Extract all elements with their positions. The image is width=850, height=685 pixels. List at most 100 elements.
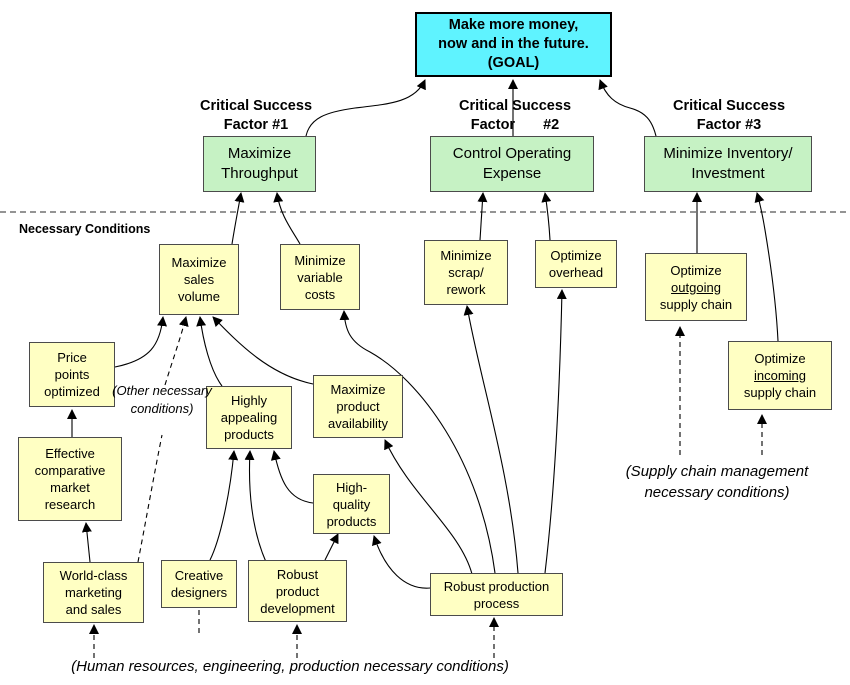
node-availability-line1: Maximize [330,382,386,397]
csf-inventory-line2: Investment [691,165,765,182]
node-min-variable-line2: variable [297,269,343,285]
node-creative-line1: Creative [174,568,224,583]
arrow-robustprod-to-scrap [463,305,519,574]
csf-throughput-line1: Maximize [227,145,292,162]
node-comparative-line2: comparative [34,463,106,478]
node-price-points-line2: points [54,367,90,382]
note-other-line3: conditions) [130,401,194,416]
arrow-creative-to-appealing [209,450,239,561]
note-supply-line1: (Supply chain [625,463,717,480]
arrow-minvar-to-throughput [273,192,301,245]
arrow-robustprod-to-overhead [544,289,567,574]
node-opt-outgoing-line3: supply chain [659,296,733,312]
csf-throughput-box: Maximize Throughput [203,136,316,192]
csf3-header-line2: Factor #3 [696,117,762,133]
node-robust-production: Robust production process [430,573,563,616]
node-opt-incoming-line1: Optimize [754,351,806,366]
csf-opex-line2: Expense [482,165,542,182]
node-comparative-line3: market [50,480,90,495]
csf1-header-line1: Critical Success [199,98,313,114]
node-max-sales-line3: volume [178,289,220,304]
node-robust-dev-line2: product [275,583,320,599]
node-product-availability: Maximize product availability [313,375,403,438]
note-supply-chain-conditions: (Supply chain management necessary condi… [612,461,822,503]
node-opt-overhead: Optimize overhead [535,240,617,288]
node-opt-outgoing-line1: Optimize [670,262,722,278]
node-min-variable-line3: costs [304,286,336,302]
node-robust-dev-line1: Robust [276,566,319,582]
node-min-scrap-line3: rework [446,282,486,297]
node-appealing-line3: products [224,427,274,442]
arrow-appealing-to-maxsales [196,316,223,387]
note-supply-line2: management necessary [644,463,809,501]
csf2-header-line2b: #2 [543,117,560,133]
csf-inventory-box: Minimize Inventory/ Investment [644,136,812,192]
node-min-scrap: Minimize scrap/ rework [424,240,508,305]
node-opt-overhead-line1: Optimize [550,248,602,263]
node-availability-line3: availability [328,416,388,431]
node-opt-incoming-line2: incoming [753,368,807,383]
csf3-header: Critical Success Factor #3 [655,97,803,135]
csf1-header: Critical Success Factor #1 [182,97,330,135]
node-min-variable: Minimize variable costs [280,244,360,310]
node-comparative-line4: research [44,497,96,512]
note-supply-line3: conditions) [717,484,790,501]
node-appealing-products: Highly appealing products [206,386,292,449]
node-opt-incoming-line3: supply chain [743,385,817,400]
arrow-price-to-maxsales [114,316,168,368]
arrow-scrap-to-opex [477,192,488,241]
node-world-class-line2: marketing [64,585,123,600]
node-world-class-line1: World-class [59,568,128,583]
node-price-points-line3: optimized [44,384,100,399]
csf2-header-line2a: Factor [470,117,516,133]
node-creative-designers: Creative designers [161,560,237,608]
node-appealing-line2: appealing [220,410,278,425]
arrow-robustdev-to-quality [324,533,339,561]
arrow-overhead-to-opex [541,192,552,241]
arrow-robustprod-to-quality [372,535,431,589]
node-high-quality-line2: quality [332,496,371,512]
node-min-scrap-line2: scrap/ [448,265,484,280]
node-min-variable-line1: Minimize [294,252,346,268]
csf-inventory-line1: Minimize Inventory/ [663,145,793,162]
arrow-availability-to-maxsales [212,316,314,385]
note-other-line2: necessary [152,383,212,398]
node-robust-prod-line2: process [473,595,520,611]
goal-line2: now and in the future. [438,36,589,52]
arrow-robustdev-to-appealing [244,450,267,563]
goal-line1: Make more money, [448,17,579,33]
arrow-quality-to-appealing [270,450,314,504]
csf2-header-line1: Critical Success [458,98,572,114]
node-price-points: Price points optimized [29,342,115,407]
note-other-conditions: (Other necessary conditions) [112,382,212,418]
arrow-other-to-maxsales [164,316,189,386]
arrow-throughput-to-goal [305,79,426,137]
node-price-points-line1: Price [57,350,87,365]
csf-opex-line1: Control Operating [452,145,572,162]
node-comparative-research: Effective comparative market research [18,437,122,521]
node-max-sales: Maximize sales volume [159,244,239,315]
node-world-class: World-class marketing and sales [43,562,144,623]
node-creative-line2: designers [170,585,228,600]
node-opt-overhead-line2: overhead [548,265,604,280]
node-max-sales-line2: sales [183,272,215,287]
node-appealing-line1: Highly [230,393,268,408]
csf3-header-line1: Critical Success [672,98,786,114]
csf2-header: Critical Success Factor #2 [442,97,588,135]
node-high-quality-line1: High- [335,479,368,495]
arrow-incoming-to-inventory [754,192,779,342]
node-opt-outgoing: Optimize outgoing supply chain [645,253,747,321]
node-opt-outgoing-line2: outgoing [671,279,721,295]
node-comparative-line1: Effective [45,446,95,461]
arrow-worldclass-to-comparative [81,522,92,563]
dashed-worldclass-link [137,434,163,563]
goal-line3: (GOAL) [487,55,540,71]
node-robust-dev-line3: development [260,600,335,616]
arrow-inventory-to-goal [598,79,657,137]
node-availability-line2: product [336,399,380,414]
csf-opex-box: Control Operating Expense [430,136,594,192]
node-robust-development: Robust product development [248,560,347,622]
note-other-line1: (Other [112,383,149,398]
node-world-class-line3: and sales [65,602,122,617]
